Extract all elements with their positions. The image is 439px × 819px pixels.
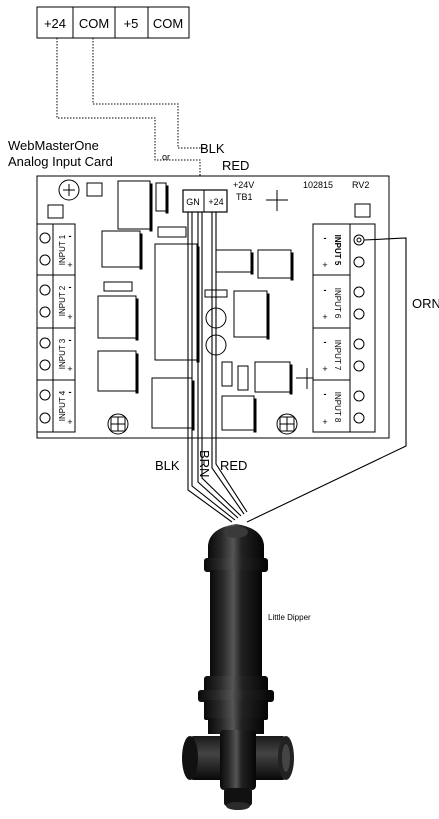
tb1-voltage: +24V <box>233 180 254 190</box>
wire-label-red-top: RED <box>222 158 249 173</box>
tb1-terminal: GN +24 <box>182 189 228 213</box>
sensor-name: Little Dipper <box>268 613 311 622</box>
input-6-label: INPUT 6 <box>333 288 342 319</box>
input-4-plus: + <box>67 417 72 427</box>
card-name-line1: WebMasterOne <box>8 138 99 153</box>
sensor-wires <box>187 212 407 523</box>
input-1-minus: - <box>69 231 72 241</box>
dotted-power-wires <box>56 38 206 190</box>
input-2-label: INPUT 2 <box>58 285 67 316</box>
wire-label-red-bottom: RED <box>220 458 247 473</box>
left-terminal-strip: INPUT 1 - + INPUT 2 - + INPUT 3 - + INPU… <box>36 223 76 433</box>
input-3-minus: - <box>69 335 72 345</box>
input-5-minus: - <box>324 233 327 243</box>
input-1-plus: + <box>67 260 72 270</box>
input-5-plus: + <box>322 260 327 270</box>
part-number: 102815 <box>303 180 333 190</box>
revision: RV2 <box>352 180 369 190</box>
input-3-label: INPUT 3 <box>58 338 67 369</box>
wire-label-orn: ORN <box>412 296 439 311</box>
input-7-label: INPUT 7 <box>333 340 342 371</box>
input-8-label: INPUT 8 <box>333 392 342 423</box>
input-7-minus: - <box>324 337 327 347</box>
tb1-pin-gn: GN <box>186 197 200 207</box>
input-6-minus: - <box>324 285 327 295</box>
input-6-plus: + <box>322 312 327 322</box>
input-4-label: INPUT 4 <box>58 390 67 421</box>
wire-label-blk-bottom: BLK <box>155 458 180 473</box>
tb1-pin-24: +24 <box>208 197 223 207</box>
wire-label-or: or <box>162 152 170 162</box>
small-component <box>86 182 103 197</box>
mounting-hole-bottom-right <box>276 413 298 435</box>
small-component <box>47 204 64 219</box>
input-7-plus: + <box>322 364 327 374</box>
input-2-minus: - <box>69 282 72 292</box>
terminal-com-2: COM <box>153 16 183 31</box>
terminal-com-1: COM <box>79 16 109 31</box>
mounting-hole-bottom-left <box>107 413 129 435</box>
board-components <box>97 180 294 433</box>
power-terminal-block: +24 COM +5 COM <box>36 6 190 39</box>
small-component <box>354 203 371 218</box>
right-terminal-strip: INPUT 5 - + INPUT 6 - + INPUT 7 - + INPU… <box>312 223 376 433</box>
tb1-name: TB1 <box>236 192 253 202</box>
terminal-plus5: +5 <box>124 16 139 31</box>
input-8-plus: + <box>322 417 327 427</box>
input-4-minus: - <box>69 387 72 397</box>
input-5-label: INPUT 5 <box>333 235 342 266</box>
input-3-plus: + <box>67 364 72 374</box>
circuit-board: 102815 RV2 +24V TB1 GN +24 <box>36 175 390 439</box>
input-8-minus: - <box>324 389 327 399</box>
input-1-label: INPUT 1 <box>58 234 67 265</box>
mounting-hole-top-left <box>58 179 80 201</box>
little-dipper-sensor <box>182 524 294 810</box>
wire-label-blk-top: BLK <box>200 141 225 156</box>
crosshair-mark <box>266 190 288 211</box>
terminal-plus24: +24 <box>44 16 66 31</box>
card-name-line2: Analog Input Card <box>8 154 113 169</box>
wire-label-brn-bottom: BRN <box>197 450 212 477</box>
input-2-plus: + <box>67 312 72 322</box>
